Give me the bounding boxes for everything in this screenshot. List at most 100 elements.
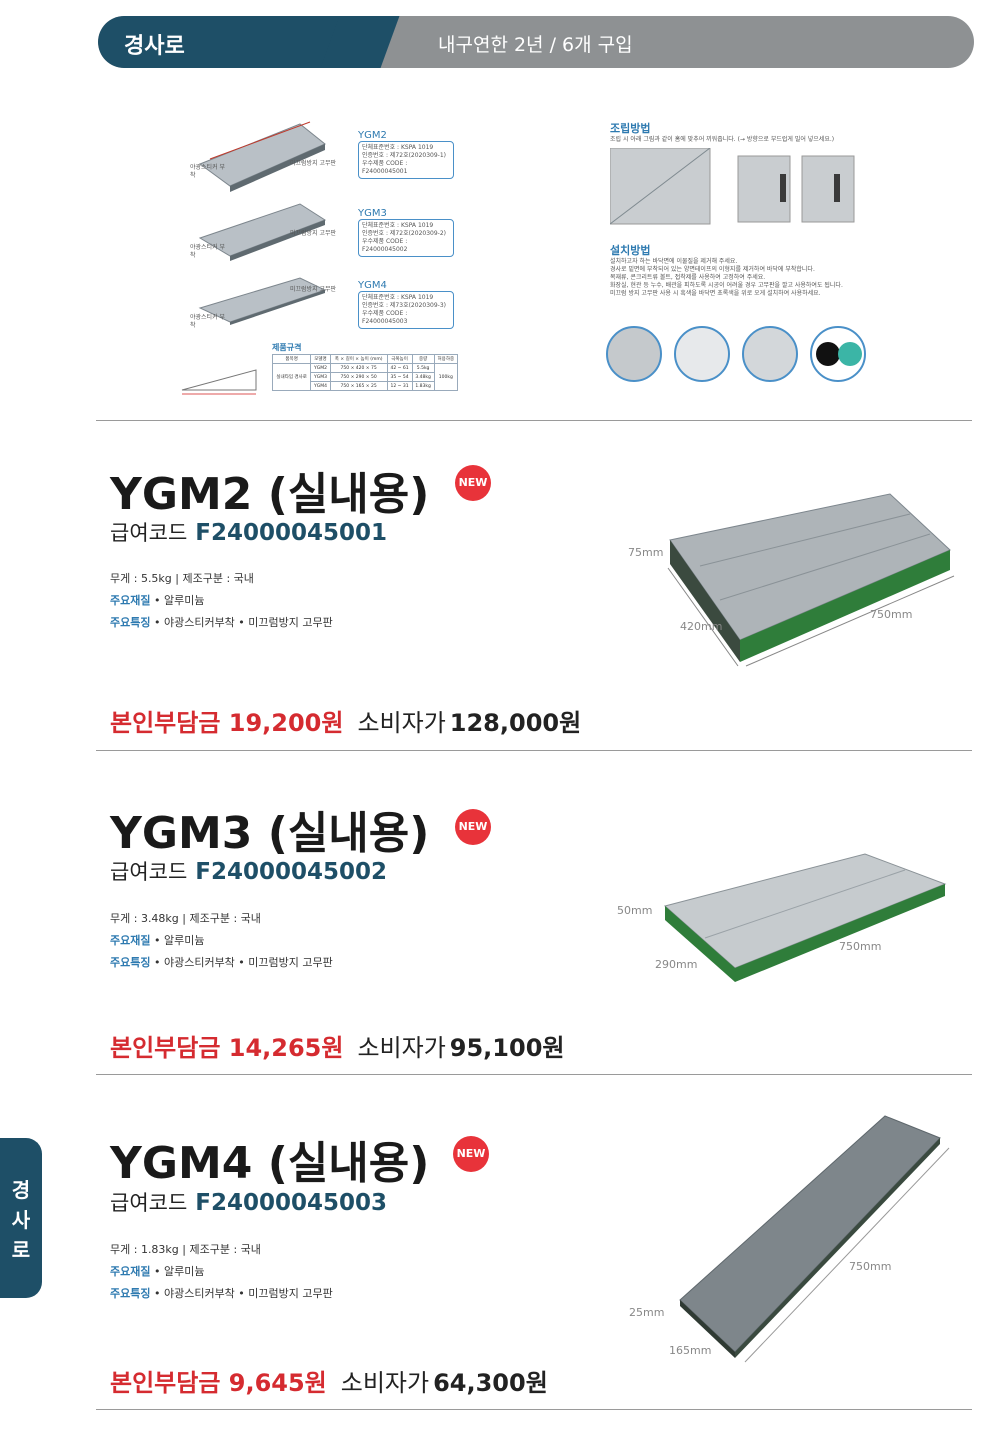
new-badge: NEW bbox=[455, 809, 491, 845]
model-name: YGM2 bbox=[358, 130, 387, 141]
install-photo-circle bbox=[606, 326, 662, 382]
length-dimension: 750mm bbox=[870, 608, 912, 621]
model-cert-box: 단체표준번호 : KSPA 1019 인증번호 : 제72호(2020309-2… bbox=[358, 219, 454, 257]
thumb-note: 야광스티커 부착 bbox=[190, 164, 226, 179]
material-key: 주요재질 bbox=[110, 1265, 151, 1278]
spec-cell: 12 ~ 31 bbox=[386, 381, 413, 391]
benefit-code-value: F24000045003 bbox=[195, 1190, 388, 1216]
self-pay-amount: 본인부담금 14,265원 bbox=[110, 1034, 344, 1062]
material-key: 주요재질 bbox=[110, 594, 151, 607]
ygm4-thumbnail-image bbox=[198, 277, 327, 325]
material-value: • 알루미늄 bbox=[150, 594, 205, 607]
weight-origin-line: 무게 : 1.83kg | 제조구분 : 국내 bbox=[110, 1243, 261, 1256]
feature-key: 주요특징 bbox=[110, 616, 151, 629]
list-item: 화장실, 현관 등 누수, 배관을 피하도록 시공이 어려울 경우 고무판을 깔… bbox=[610, 282, 843, 289]
product-type: (실내용) bbox=[267, 808, 430, 859]
product-model: YGM4 bbox=[110, 1138, 253, 1189]
spec-cell: YGM3 bbox=[310, 372, 331, 382]
model-info-ygm3: YGM3 단체표준번호 : KSPA 1019 인증번호 : 제72호(2020… bbox=[358, 208, 454, 257]
new-badge: NEW bbox=[455, 465, 491, 501]
ramp-profile-diagram bbox=[181, 369, 257, 395]
feature-key: 주요특징 bbox=[110, 1287, 151, 1300]
width-dimension: 165mm bbox=[669, 1344, 711, 1357]
cert-line: 인증번호 : 제72호(2020309-1) bbox=[362, 152, 446, 159]
model-name: YGM4 bbox=[358, 280, 387, 291]
weight-origin-line: 무게 : 3.48kg | 제조구분 : 국내 bbox=[110, 912, 261, 925]
table-row: YGM3 750 × 290 × 50 35 ~ 54 3.48kg bbox=[273, 372, 458, 382]
section-divider bbox=[96, 1074, 972, 1075]
category-subtitle: 내구연한 2년 / 6개 구입 bbox=[438, 34, 633, 56]
product-model: YGM2 bbox=[110, 469, 253, 520]
assembly-title: 조립방법 bbox=[610, 122, 651, 135]
benefit-code-value: F24000045002 bbox=[195, 859, 388, 885]
length-dimension: 750mm bbox=[839, 940, 881, 953]
ygm2-product-image: 75mm 420mm 750mm bbox=[628, 493, 955, 667]
material-key: 주요재질 bbox=[110, 934, 151, 947]
cert-line: 인증번호 : 제73호(2020309-3) bbox=[362, 302, 446, 309]
spec-cell: 750 × 420 × 75 bbox=[329, 363, 388, 373]
table-row: 실내타입 경사로 YGM2 750 × 420 × 75 42 ~ 61 5.5… bbox=[271, 363, 459, 391]
feature-line: 주요특징 • 야광스티커부착 • 미끄럼방지 고무판 bbox=[110, 952, 333, 974]
model-name: YGM3 bbox=[358, 208, 387, 219]
material-line: 주요재질 • 알루미늄 bbox=[110, 1261, 333, 1283]
rubber-pad-color-circle bbox=[810, 326, 866, 382]
spec-cell: 750 × 165 × 25 bbox=[329, 381, 388, 391]
ygm4-product-image: 25mm 165mm 750mm bbox=[629, 1115, 950, 1363]
benefit-code-label: 급여코드 bbox=[110, 1191, 188, 1215]
benefit-code-row: 급여코드 F24000045003 bbox=[110, 1187, 387, 1217]
spec-cell: 5.5kg bbox=[411, 363, 435, 373]
list-item: 미끄럼 방지 고무판 사용 시 흑색을 바닥면 초록색을 위로 오게 설치하여 … bbox=[610, 290, 821, 297]
product-title: YGM4 (실내용) bbox=[110, 1127, 429, 1191]
height-dimension: 75mm bbox=[628, 546, 663, 559]
height-dimension: 25mm bbox=[629, 1306, 664, 1319]
ygm2-thumbnail-image bbox=[198, 121, 326, 192]
section-divider bbox=[96, 1409, 972, 1410]
ygm3-thumbnail-image bbox=[198, 203, 327, 261]
consumer-price-label: 소비자가 bbox=[357, 1034, 446, 1062]
install-title: 설치방법 bbox=[610, 244, 651, 257]
consumer-price-label: 소비자가 bbox=[340, 1369, 430, 1397]
spec-header-cell: 품목명 bbox=[271, 354, 312, 364]
install-photo-circle bbox=[742, 326, 798, 382]
list-item: 목재류, 콘크리트류 볼트, 접착제를 사용하여 고정하여 주세요. bbox=[610, 274, 766, 281]
width-dimension: 290mm bbox=[655, 958, 697, 971]
spec-group-cell: 실내타입 경사로 bbox=[271, 363, 312, 391]
spec-header-cell: 모델명 bbox=[310, 354, 331, 364]
category-title: 경사로 bbox=[124, 34, 185, 59]
feature-value: • 야광스티커부착 • 미끄럼방지 고무판 bbox=[150, 616, 333, 629]
side-tab-char: 로 bbox=[11, 1238, 31, 1262]
cert-line: 우수제품 CODE : F24000045002 bbox=[362, 238, 408, 253]
spec-cell: YGM4 bbox=[310, 381, 331, 391]
feature-key: 주요특징 bbox=[110, 956, 151, 969]
ygm3-product-image: 50mm 290mm 750mm bbox=[617, 853, 947, 982]
side-category-tab[interactable]: 경 사 로 bbox=[0, 1138, 42, 1298]
width-dimension: 420mm bbox=[680, 620, 722, 633]
benefit-code-value: F24000045001 bbox=[195, 520, 388, 546]
model-cert-box: 단체표준번호 : KSPA 1019 인증번호 : 제73호(2020309-3… bbox=[358, 291, 454, 329]
feature-value: • 야광스티커부착 • 미끄럼방지 고무판 bbox=[150, 1287, 333, 1300]
consumer-price-value: 128,000원 bbox=[449, 709, 582, 737]
self-pay-amount: 본인부담금 19,200원 bbox=[110, 709, 344, 737]
spec-cell: 3.48kg bbox=[411, 372, 435, 382]
material-value: • 알루미늄 bbox=[150, 1265, 205, 1278]
table-row: YGM4 750 × 165 × 25 12 ~ 31 1.83kg bbox=[273, 381, 458, 391]
assembly-description: 조립 시 아래 그림과 같이 홈에 맞추어 끼워줍니다. (→ 방향으로 부드럽… bbox=[610, 136, 835, 143]
spec-header-cell: 폭 × 길이 × 높이 (mm) bbox=[329, 354, 388, 364]
spec-header-cell: 중량 bbox=[411, 354, 435, 364]
feature-line: 주요특징 • 야광스티커부착 • 미끄럼방지 고무판 bbox=[110, 1283, 333, 1305]
header-title-block bbox=[98, 16, 360, 68]
thumb-note: 미끄럼방지 고무판 bbox=[290, 230, 337, 237]
spec-header-row: 품목명 모델명 폭 × 길이 × 높이 (mm) 극복높이 중량 허용하중 bbox=[271, 354, 459, 364]
spec-table-title: 제품규격 bbox=[272, 343, 302, 352]
product-title: YGM3 (실내용) bbox=[110, 797, 429, 861]
list-item: 경사로 밑면에 부착되어 있는 양면테이프의 이형지를 제거하여 바닥에 부착합… bbox=[610, 266, 815, 273]
install-steps: 설치하고자 하는 바닥면에 이물질을 제거해 주세요. 경사로 밑면에 부착되어… bbox=[610, 258, 872, 298]
spec-load-cell: 100kg bbox=[433, 363, 459, 391]
cert-line: 단체표준번호 : KSPA 1019 bbox=[362, 222, 434, 229]
cert-line: 인증번호 : 제72호(2020309-2) bbox=[362, 230, 446, 237]
assembly-steps-image bbox=[610, 148, 855, 225]
model-overview-panel: 야광스티커 부착 미끄럼방지 고무판 야광스티커 부착 미끄럼방지 고무판 야광… bbox=[170, 100, 470, 420]
